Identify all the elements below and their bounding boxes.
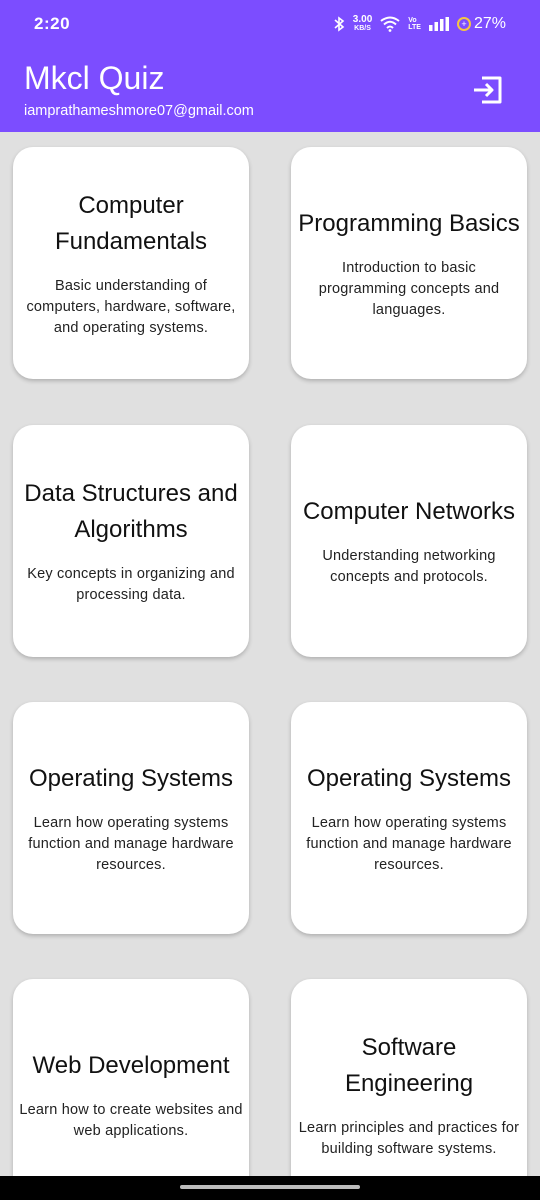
topic-description: Introduction to basic programming concep… bbox=[318, 259, 500, 318]
battery-saver-icon: + bbox=[456, 17, 471, 31]
topic-description: Learn how operating systems function and… bbox=[306, 814, 512, 873]
topic-title: Operating Systems bbox=[306, 764, 512, 792]
topic-title: Data Structures and Algorithms bbox=[24, 480, 238, 543]
app-title: Mkcl Quiz bbox=[24, 60, 165, 96]
network-speed-unit: KB/S bbox=[354, 25, 371, 32]
volte-top: Vo bbox=[408, 17, 417, 24]
signal-icon bbox=[428, 17, 449, 31]
wifi-icon bbox=[380, 16, 400, 32]
network-speed-value: 3.00 bbox=[352, 14, 373, 25]
system-nav-bar bbox=[0, 1176, 540, 1200]
volte-bottom: LTE bbox=[408, 24, 421, 31]
user-email: iamprathameshmore07@gmail.com bbox=[24, 103, 254, 119]
topic-card[interactable]: Software Engineering Learn principles an… bbox=[291, 979, 527, 1200]
topic-card[interactable]: Operating Systems Learn how operating sy… bbox=[13, 702, 249, 934]
topic-description: Learn principles and practices for build… bbox=[298, 1120, 520, 1157]
bluetooth-icon bbox=[334, 16, 345, 32]
app-bar: Mkcl Quiz iamprathameshmore07@gmail.com bbox=[0, 48, 540, 132]
topic-card[interactable]: Web Development Learn how to create webs… bbox=[13, 979, 249, 1200]
volte-indicator: Vo LTE bbox=[408, 17, 421, 31]
topic-title: Computer Fundamentals bbox=[54, 191, 208, 255]
topic-description: Basic understanding of computers, hardwa… bbox=[26, 277, 236, 336]
topic-description: Learn how to create websites and web app… bbox=[19, 1102, 243, 1139]
topic-title: Web Development bbox=[32, 1052, 230, 1079]
topic-description: Learn how operating systems function and… bbox=[28, 814, 234, 873]
topic-card[interactable]: Data Structures and Algorithms Key conce… bbox=[13, 425, 249, 657]
topic-card[interactable]: Operating Systems Learn how operating sy… bbox=[291, 702, 527, 934]
status-icons: 3.00 KB/S Vo LTE + 27% bbox=[333, 15, 506, 33]
topic-card[interactable]: Computer Fundamentals Basic understandin… bbox=[13, 147, 249, 379]
topic-card[interactable]: Computer Networks Understanding networki… bbox=[291, 425, 527, 657]
logout-icon bbox=[474, 76, 502, 104]
topic-title: Software Engineering bbox=[344, 1034, 474, 1097]
battery-level: 27% bbox=[473, 15, 506, 32]
status-time: 2:20 bbox=[34, 14, 71, 33]
battery-indicator: + 27% bbox=[456, 15, 506, 33]
gesture-handle[interactable] bbox=[180, 1185, 360, 1189]
logout-button[interactable] bbox=[470, 72, 506, 108]
topic-card[interactable]: Programming Basics Introduction to basic… bbox=[291, 147, 527, 379]
topic-title: Programming Basics bbox=[298, 209, 520, 237]
status-bar: 2:20 3.00 KB/S Vo LTE bbox=[0, 0, 540, 48]
network-speed: 3.00 KB/S bbox=[353, 15, 372, 33]
topic-description: Key concepts in organizing and processin… bbox=[27, 566, 235, 603]
topic-description: Understanding networking concepts and pr… bbox=[322, 548, 496, 585]
topic-title: Computer Networks bbox=[302, 498, 516, 525]
topic-title: Operating Systems bbox=[28, 764, 234, 792]
